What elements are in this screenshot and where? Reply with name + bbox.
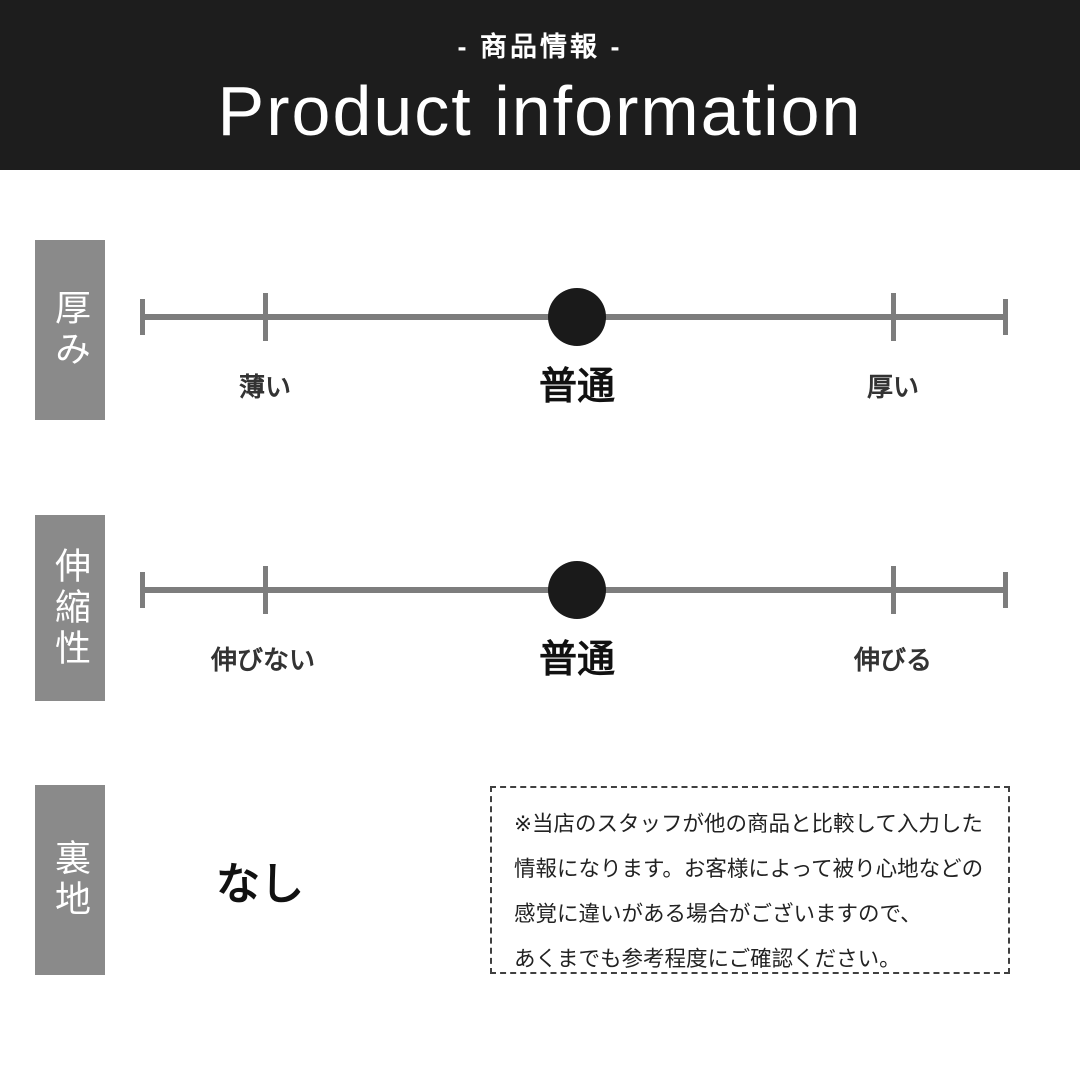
scale-label-normal: 普通 <box>538 366 616 408</box>
note-line: 感覚に違いがある場合がございますので、 <box>514 902 922 926</box>
row-label-lining: 裏地 <box>35 785 105 975</box>
scale-tick-right-end <box>1003 572 1008 608</box>
scale-label-stretch: 伸びる <box>853 645 933 675</box>
header-subtitle: - 商品情報 - <box>457 31 623 62</box>
scale-tick-left-end <box>140 572 145 608</box>
scale-marker-dot <box>548 561 606 619</box>
scale-label-thick: 厚い <box>866 372 920 402</box>
scale-tick-no-stretch <box>263 566 268 614</box>
row-label-stretch-text: 伸縮性 <box>50 546 91 670</box>
row-label-thickness: 厚み <box>35 240 105 420</box>
page-title: Product information <box>217 71 863 150</box>
scale-tick-left-end <box>140 299 145 335</box>
scale-tick-thick <box>891 293 896 341</box>
row-label-thickness-text: 厚み <box>50 289 91 371</box>
scale-tick-stretch <box>891 566 896 614</box>
lining-value: なし <box>216 860 304 909</box>
scale-marker-dot <box>548 288 606 346</box>
row-label-stretch: 伸縮性 <box>35 515 105 701</box>
scale-tick-thin <box>263 293 268 341</box>
scale-label-thin: 薄い <box>238 372 292 402</box>
note-line: あくまでも参考程度にご確認ください。 <box>514 947 901 971</box>
header: - 商品情報 - Product information <box>0 0 1080 170</box>
note-line: 情報になります。お客様によって被り心地などの <box>514 857 984 881</box>
disclaimer-note-box: ※当店のスタッフが他の商品と比較して入力した 情報になります。お客様によって被り… <box>490 786 1010 974</box>
scale-label-no-stretch: 伸びない <box>210 645 316 675</box>
scale-label-normal: 普通 <box>538 639 616 681</box>
note-line: ※当店のスタッフが他の商品と比較して入力した <box>514 812 983 836</box>
row-label-lining-text: 裏地 <box>50 839 91 921</box>
scale-tick-right-end <box>1003 299 1008 335</box>
